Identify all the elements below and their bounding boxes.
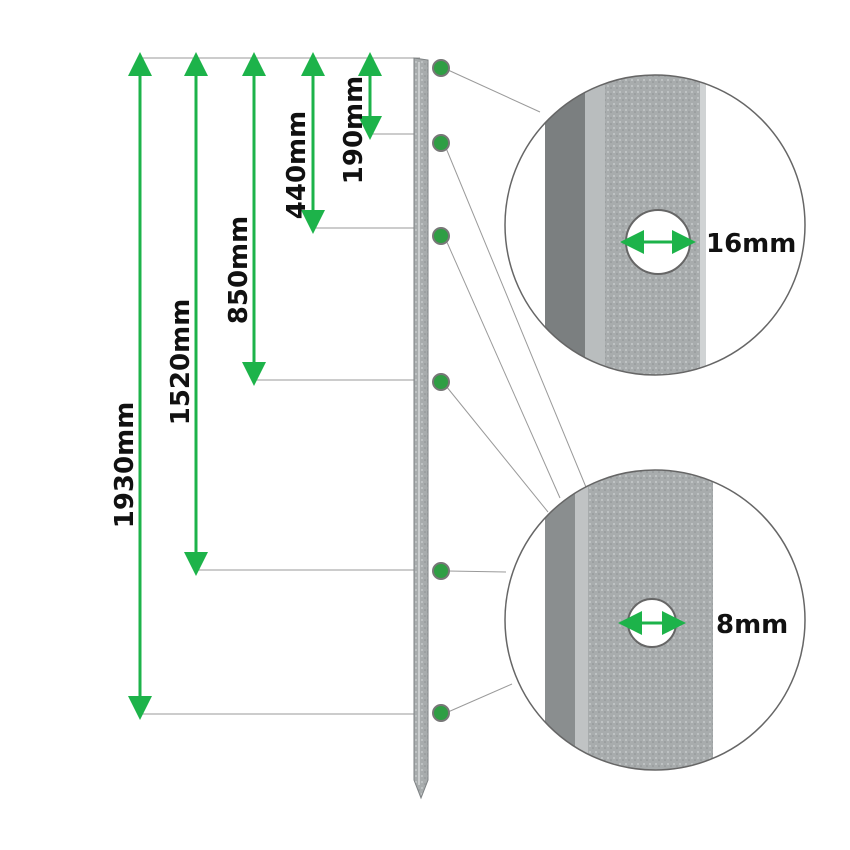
detail-bottom-hole: 8mm (504, 469, 806, 771)
hole-label-8mm: 8mm (716, 610, 788, 640)
steel-post (413, 57, 429, 800)
hole-markers (432, 59, 450, 722)
dimension-label-190: 190mm (339, 76, 369, 184)
dimension-label-440: 440mm (282, 111, 312, 219)
dimension-arrows (128, 52, 382, 720)
detail-top-hole: 16mm (504, 74, 806, 376)
dimension-label-1930: 1930mm (110, 402, 140, 529)
dimension-label-850: 850mm (224, 216, 254, 324)
hole-label-16mm: 16mm (706, 229, 796, 259)
dimension-label-1520: 1520mm (166, 299, 196, 426)
connector-lines (445, 69, 589, 713)
